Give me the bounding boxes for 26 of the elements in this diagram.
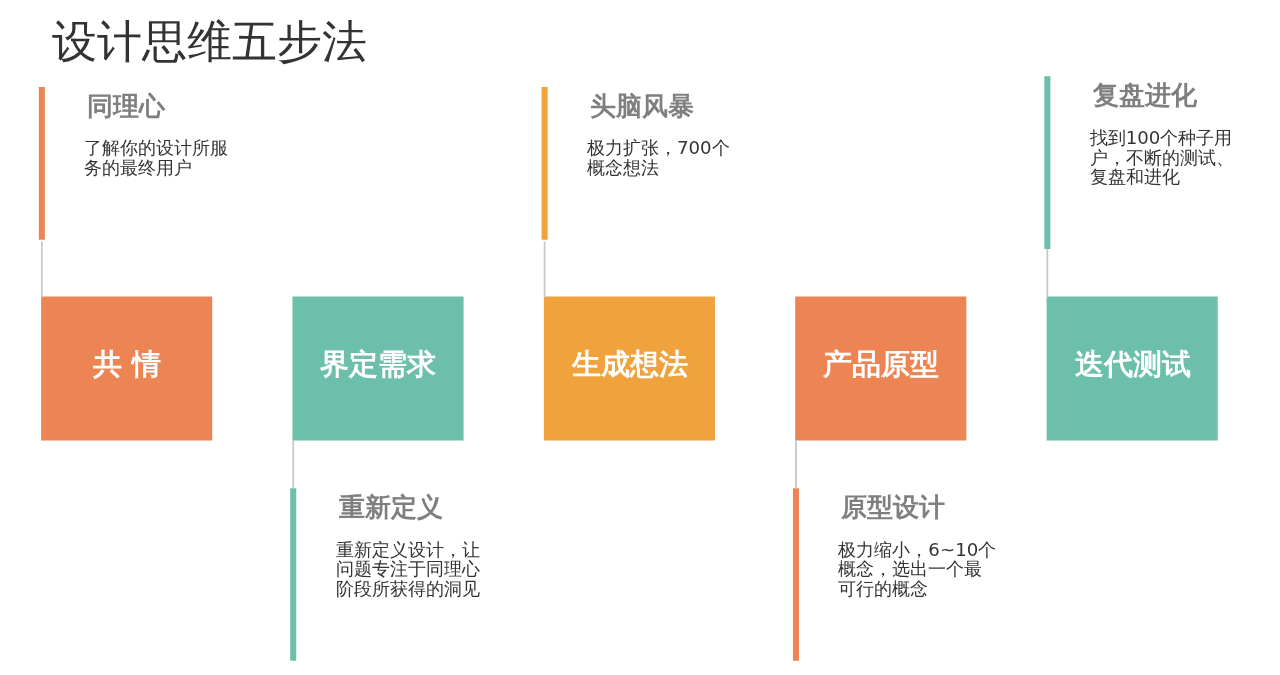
- connector: [292, 438, 295, 490]
- connector: [543, 240, 546, 299]
- connector: [40, 240, 43, 299]
- node-box: [792, 488, 799, 661]
- node-label: 同理心: [87, 91, 166, 122]
- node-box: [290, 488, 297, 661]
- connector: [1046, 248, 1049, 299]
- node-label: 原型设计: [841, 492, 946, 523]
- connector: [795, 438, 797, 490]
- node-box: [541, 86, 548, 240]
- node-box: [1044, 76, 1051, 249]
- node-box: 生成想法: [543, 296, 715, 441]
- node-box: [38, 86, 45, 240]
- node-label: 找到100个种子用户，不断的测试、复盘和进化: [1089, 126, 1234, 188]
- node-label: 重新定义: [338, 492, 443, 523]
- node-box: 共 情: [41, 296, 213, 441]
- node-label: 了解你的设计所服务的最终用户: [84, 137, 229, 179]
- node-label: 重新定义设计，让问题专注于同理心阶段所获得的洞见: [335, 538, 480, 600]
- node-box: 产品原型: [795, 296, 967, 441]
- node-label: 复盘进化: [1092, 80, 1197, 111]
- node-label: 极力缩小，6~10个概念，选出一个最可行的概念: [838, 538, 997, 600]
- node-box: 迭代测试: [1046, 296, 1218, 441]
- node-label: 极力扩张，700个概念想法: [587, 137, 730, 179]
- diagram-title: 设计思维五步法: [52, 14, 368, 68]
- node-label: 头脑风暴: [590, 91, 695, 122]
- node-box: 界定需求: [292, 296, 464, 441]
